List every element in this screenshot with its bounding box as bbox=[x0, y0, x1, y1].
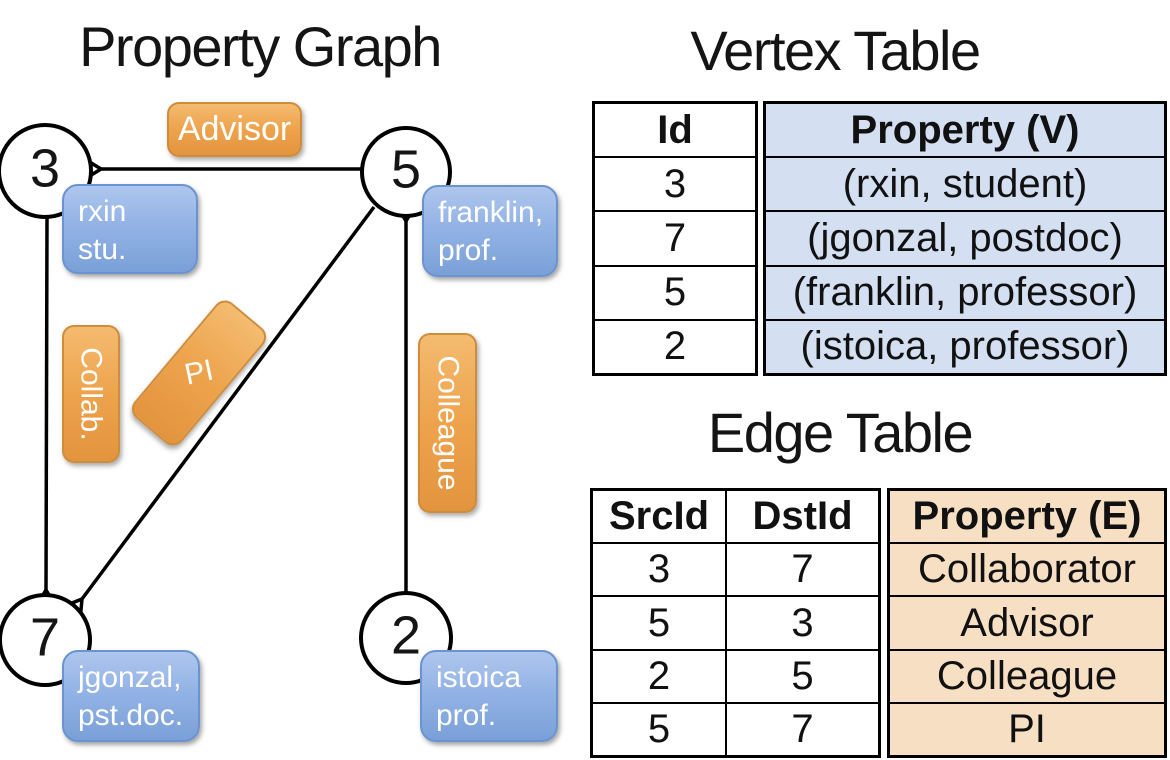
edge-label-advisor: Advisor bbox=[167, 102, 302, 157]
vertex-table-property-column: Property (V) (rxin, student) (jgonzal, p… bbox=[763, 101, 1167, 376]
table-cell: 7 bbox=[791, 547, 814, 592]
table-cell: Advisor bbox=[890, 595, 1164, 648]
table-cell: 7 bbox=[595, 210, 755, 264]
vertex-id-7: 7 bbox=[29, 607, 61, 668]
edge-collaborator-3-to-7 bbox=[46, 217, 47, 590]
vertex-label-5: franklin, prof. bbox=[422, 185, 558, 277]
table-cell: 5 bbox=[593, 703, 727, 756]
edge-table-ids-column: SrcId DstId 3 7 5 3 2 5 5 7 bbox=[590, 488, 881, 758]
table-cell: 5 bbox=[595, 264, 755, 319]
edge-pi-5-to-7 bbox=[82, 205, 376, 599]
table-cell: (jgonzal, postdoc) bbox=[766, 210, 1164, 264]
vertex-label-2-line2: prof. bbox=[436, 699, 497, 732]
vertex-label-3-line1: rxin bbox=[78, 195, 127, 228]
table-cell: (franklin, professor) bbox=[766, 264, 1164, 319]
vertex-label-2-line1: istoica bbox=[436, 661, 522, 694]
table-cell: 5 bbox=[593, 597, 727, 649]
vertex-table-property-header: Property (V) bbox=[850, 107, 1080, 152]
vertex-label-3-line2: stu. bbox=[78, 233, 127, 266]
vertex-table-title: Vertex Table bbox=[690, 19, 981, 82]
edge-table-dstid-header: DstId bbox=[752, 494, 853, 539]
table-cell: (istoica, professor) bbox=[766, 318, 1164, 373]
table-cell: Colleague bbox=[890, 648, 1164, 702]
vertex-id-3: 3 bbox=[29, 138, 61, 199]
vertex-id-2: 2 bbox=[390, 605, 422, 666]
edge-label-advisor-text: Advisor bbox=[177, 110, 292, 148]
vertex-label-7-line2: pst.doc. bbox=[78, 699, 184, 732]
edge-label-pi-text: PI bbox=[181, 353, 217, 392]
property-graph-title: Property Graph bbox=[79, 15, 442, 78]
table-cell: PI bbox=[890, 701, 1164, 755]
table-cell: 2 bbox=[593, 650, 727, 702]
table-cell: 7 bbox=[791, 706, 814, 751]
table-cell: 3 bbox=[593, 544, 727, 596]
vertex-label-7-line1: jgonzal, bbox=[78, 661, 182, 694]
edge-label-colleague: Colleague bbox=[418, 333, 477, 513]
vertex-table-id-header: Id bbox=[657, 107, 693, 152]
vertex-label-3: rxin stu. bbox=[62, 184, 198, 274]
vertex-label-2: istoica prof. bbox=[420, 650, 558, 742]
vertex-id-5: 5 bbox=[390, 139, 422, 200]
vertex-label-5-line1: franklin, bbox=[438, 196, 544, 229]
table-cell: 5 bbox=[791, 653, 814, 698]
edge-table-srcid-header: SrcId bbox=[593, 491, 727, 543]
edge-table-property-header: Property (E) bbox=[912, 494, 1142, 539]
vertex-label-5-line2: prof. bbox=[438, 234, 499, 267]
table-cell: Collaborator bbox=[890, 542, 1164, 595]
edge-label-collab: Collab. bbox=[62, 325, 120, 463]
vertex-label-7: jgonzal, pst.doc. bbox=[62, 650, 200, 742]
edge-label-collab-text: Collab. bbox=[75, 347, 109, 441]
vertex-table-id-column: Id 3 7 5 2 bbox=[592, 101, 758, 376]
table-cell: (rxin, student) bbox=[766, 156, 1164, 210]
table-cell: 3 bbox=[595, 156, 755, 210]
edge-table-title: Edge Table bbox=[707, 401, 974, 464]
table-cell: 3 bbox=[791, 600, 814, 645]
table-cell: 2 bbox=[595, 318, 755, 373]
edge-table-property-column: Property (E) Collaborator Advisor Collea… bbox=[887, 488, 1167, 758]
edge-label-colleague-text: Colleague bbox=[431, 355, 465, 491]
